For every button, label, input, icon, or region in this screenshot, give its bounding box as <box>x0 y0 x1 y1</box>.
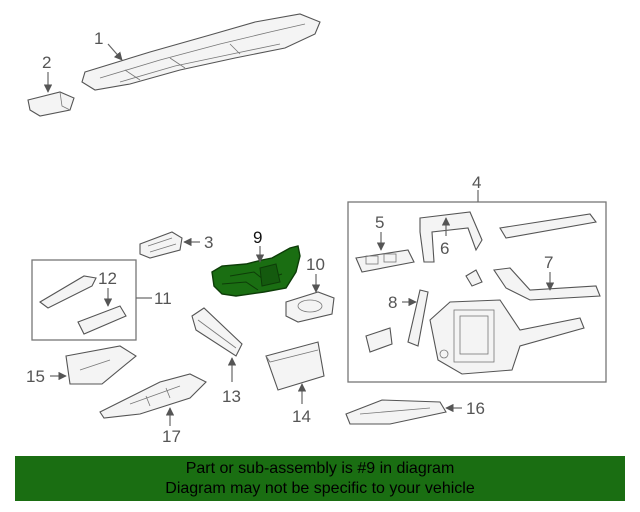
callout-11: 11 <box>154 289 172 308</box>
callout-14: 14 <box>292 407 311 426</box>
info-banner: Part or sub-assembly is #9 in diagram Di… <box>15 456 625 501</box>
part-16-lower-panel <box>345 399 447 425</box>
part-6-bezel-frame <box>419 211 483 263</box>
part-1-upper-dash-panel <box>81 13 321 91</box>
part-2-bracket <box>27 91 75 117</box>
callout-9: 9 <box>253 228 262 247</box>
part-12-panel <box>77 305 127 335</box>
part-17-under-tray <box>99 373 207 419</box>
part-15-lower-cover <box>65 345 137 385</box>
banner-line-1: Part or sub-assembly is #9 in diagram <box>185 460 455 477</box>
group-box-4 <box>347 201 607 383</box>
callout-7: 7 <box>544 253 553 272</box>
callout-12: 12 <box>98 269 117 288</box>
part-4-center-cluster <box>429 299 585 375</box>
callout-2: 2 <box>42 53 51 72</box>
callout-17: 17 <box>162 427 181 446</box>
part-4-small-clip <box>465 269 483 287</box>
callout-4: 4 <box>472 173 481 192</box>
callout-6: 6 <box>440 239 449 258</box>
banner-line-2: Diagram may not be specific to your vehi… <box>165 480 475 497</box>
part-10-vent-bezel <box>285 291 335 323</box>
callout-8: 8 <box>388 293 397 312</box>
part-11-trim-piece <box>39 275 97 309</box>
group-box-11 <box>31 259 137 341</box>
callout-10: 10 <box>306 255 325 274</box>
callout-15: 15 <box>26 367 45 386</box>
callout-1: 1 <box>94 29 103 48</box>
callout-5: 5 <box>375 213 384 232</box>
part-7-trim-strip <box>493 213 601 301</box>
callout-3: 3 <box>204 233 213 252</box>
callout-13: 13 <box>222 387 241 406</box>
part-9-highlighted[interactable] <box>211 245 301 297</box>
part-13-side-panel <box>191 307 243 357</box>
part-3-switch <box>139 231 183 259</box>
part-8-side-trim <box>365 289 429 353</box>
callout-16: 16 <box>466 399 485 418</box>
part-14-glove-box <box>265 341 325 391</box>
part-5-switch-panel <box>355 249 415 273</box>
